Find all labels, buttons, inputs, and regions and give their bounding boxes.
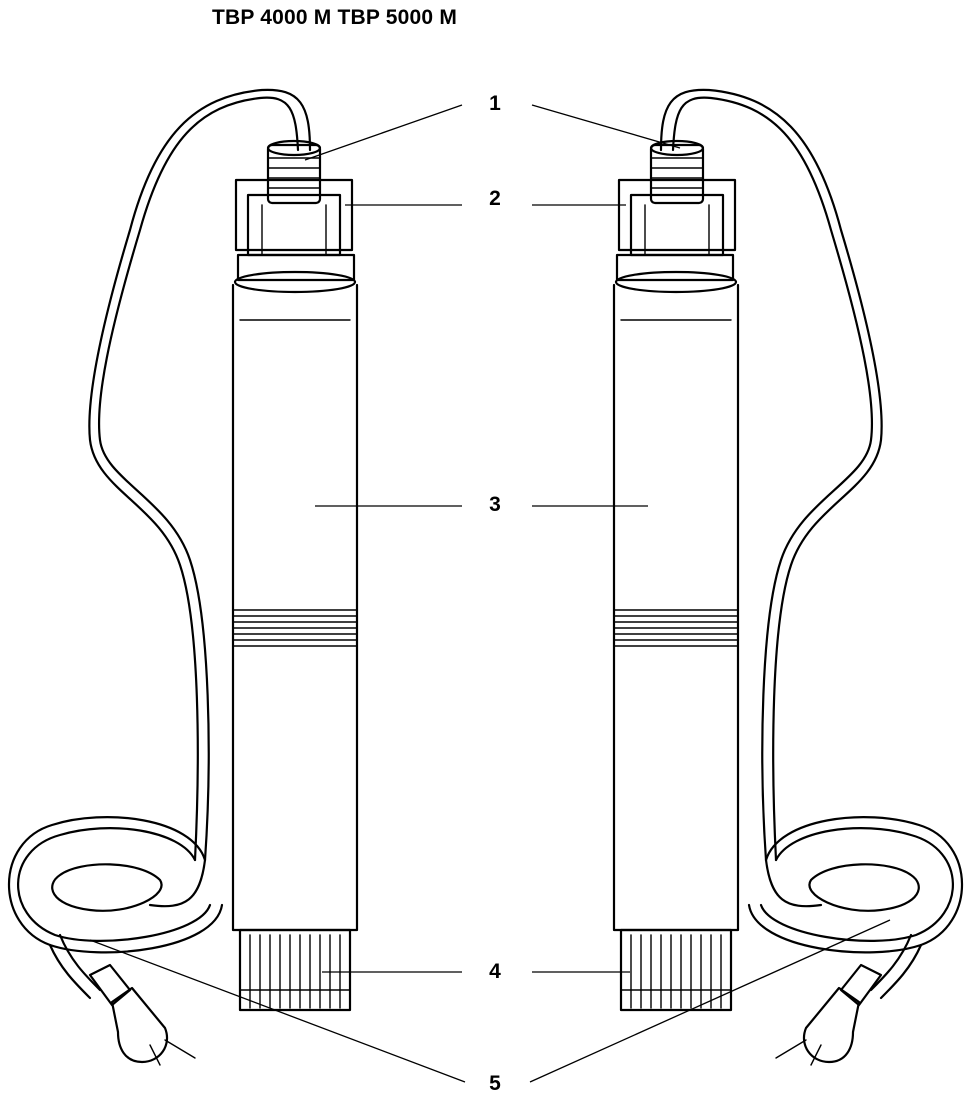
leader-5-left <box>89 939 466 1083</box>
leader-1-right <box>531 104 681 149</box>
figure-title: TBP 4000 M TBP 5000 M <box>212 6 458 29</box>
leader-5-right <box>529 919 891 1083</box>
pump-right <box>612 88 964 1067</box>
callout-3: 3 <box>489 493 501 516</box>
callout-2: 2 <box>489 187 501 210</box>
pump-left <box>7 88 359 1067</box>
leader-1-left <box>304 104 463 161</box>
callout-4: 4 <box>489 960 501 983</box>
callout-1: 1 <box>489 92 501 115</box>
callout-5: 5 <box>489 1072 501 1095</box>
leader-lines <box>89 104 891 1083</box>
